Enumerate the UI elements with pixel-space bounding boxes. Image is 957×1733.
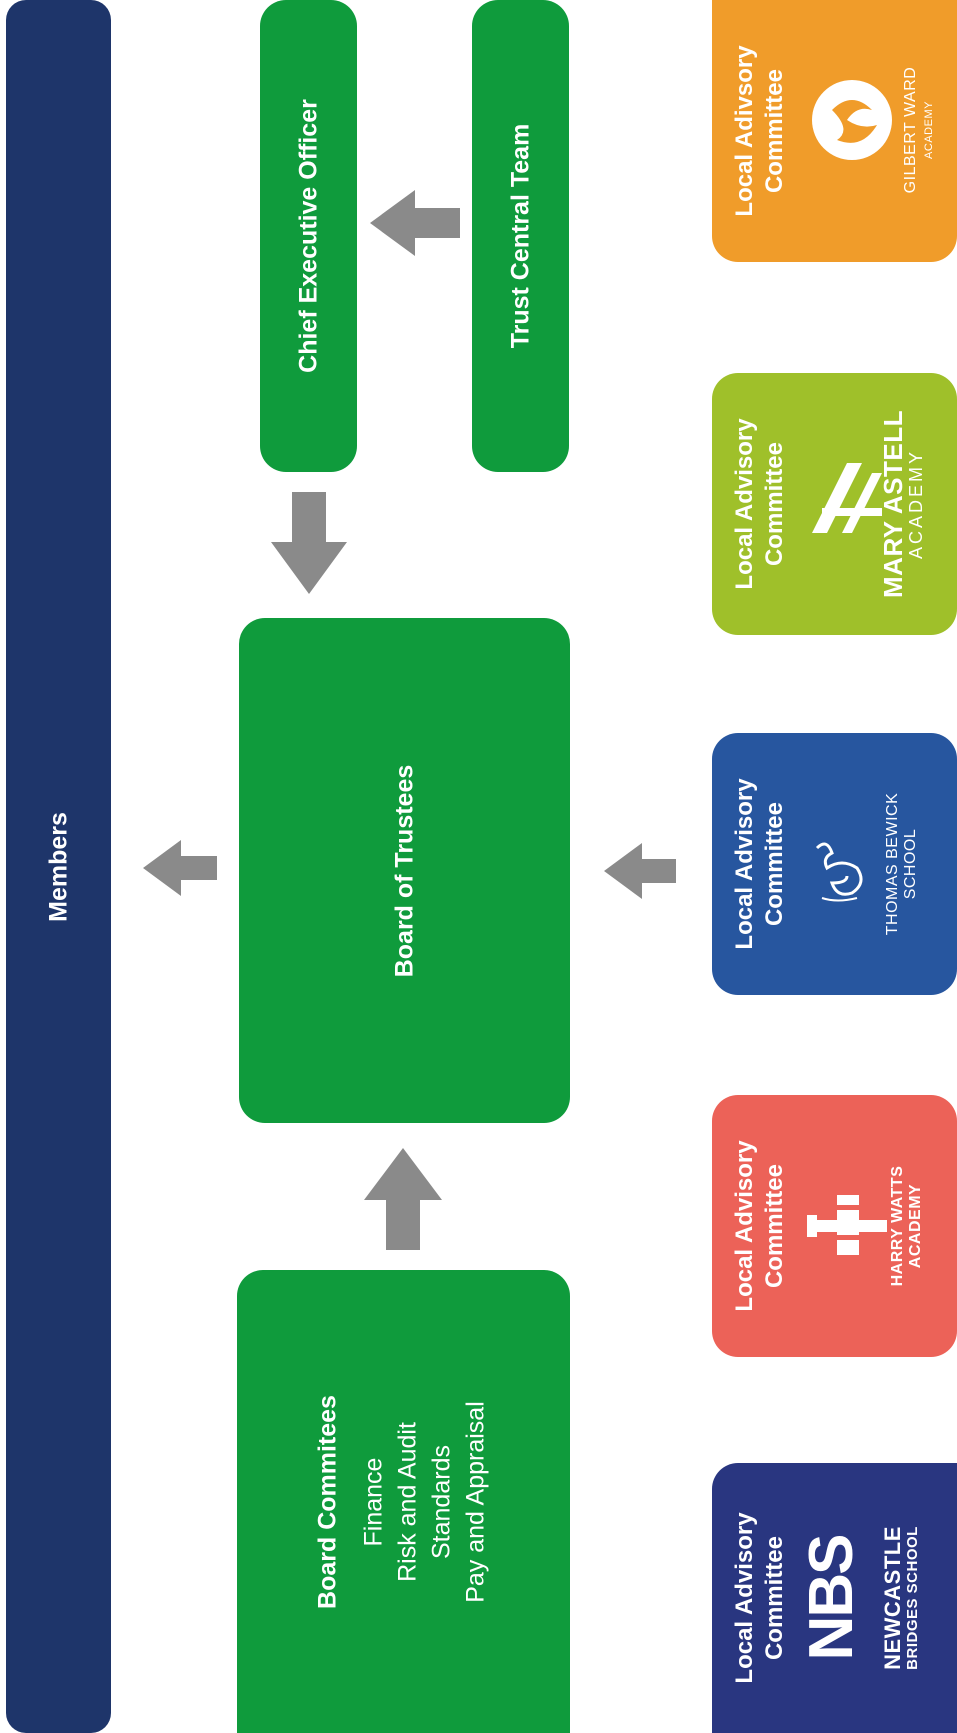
board-committees-title: Board Commitees [313,1394,341,1609]
lac-gilbert-ward: Local Adivsory Committee GILBERT WARD AC… [712,0,957,262]
lac-label: Local Advisory Committee [731,418,788,590]
arrow-local-to-board [604,843,676,899]
nbs-logo-icon: NBS [797,1535,866,1661]
committee-item-pay-appraisal: Pay and Appraisal [461,1400,489,1603]
board-of-trustees-box: Board of Trustees [239,618,570,1123]
mary-astell-school-name: MARY ASTELL ACADEMY [878,410,926,598]
thomas-bewick-logo-icon [802,828,882,908]
ceo-label: Chief Executive Officer [294,99,322,373]
thomas-bewick-school-name: THOMAS BEWICK SCHOOL [884,792,919,936]
committee-item-risk-audit: Risk and Audit [393,1421,421,1582]
central-team-box: Trust Central Team [472,0,569,472]
lac-label: Local Advisory Committee [731,1512,788,1684]
ceo-box: Chief Executive Officer [260,0,357,472]
board-committees-box: Board Commitees Finance Risk and Audit S… [237,1270,570,1733]
committee-item-standards: Standards [427,1444,455,1559]
lac-label: Local Adivsory Committee [731,45,788,217]
mary-astell-logo-icon [802,453,892,543]
arrow-board-to-members [143,840,217,896]
harry-watts-school-name: HARRY WATTS ACADEMY [889,1165,924,1287]
board-committees-content: Board Commitees Finance Risk and Audit S… [313,1394,492,1609]
central-team-label: Trust Central Team [506,123,534,349]
members-label: Members [44,811,72,922]
lac-harry-watts: Local Advisory Committee HARRY WATTS ACA… [712,1095,957,1357]
gilbert-ward-logo-icon [802,70,902,170]
board-of-trustees-label: Board of Trustees [390,764,418,977]
lac-newcastle-bridges: Local Advisory Committee NBS NEWCASTLE B… [712,1463,957,1733]
lac-thomas-bewick: Local Advisory Committee THOMAS BEWICK S… [712,733,957,995]
members-box: Members [6,0,111,1733]
arrow-committees-to-board [364,1148,442,1250]
committee-item-finance: Finance [359,1457,387,1546]
arrow-ceo-to-board [271,492,347,594]
arrow-team-to-ceo [370,190,460,256]
lighthouse-logo-icon [802,1175,892,1275]
lac-label: Local Advisory Committee [731,778,788,950]
gilbert-ward-school-name: GILBERT WARD ACADEMY [902,66,935,194]
lac-label: Local Advisory Committee [731,1140,788,1312]
lac-mary-astell: Local Advisory Committee MARY ASTELL ACA… [712,373,957,635]
newcastle-bridges-school-name: NEWCASTLE BRIDGES SCHOOL [880,1526,921,1670]
